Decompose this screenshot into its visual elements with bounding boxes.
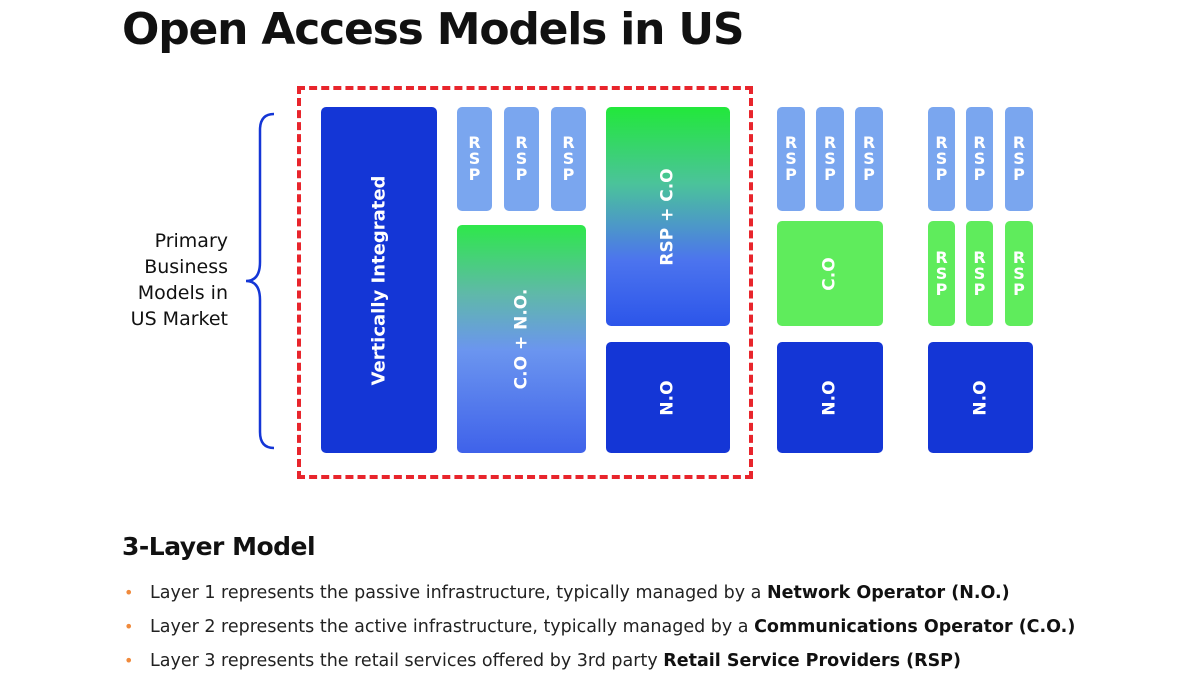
rsp-letter: R [1012,247,1026,267]
rsp-letter: R [1012,133,1026,152]
layer-description-text: Layer 3 represents the retail services o… [150,651,664,671]
rsp-letter: S [468,149,481,168]
no-block: N.O [777,342,883,453]
rsp-letter: P [562,165,575,184]
three-layer-model-heading: 3-Layer Model [122,532,316,561]
layer-description-text: Layer 1 represents the passive infrastru… [150,583,767,603]
rsp-letter: P [973,165,986,184]
rsp-letter: R [784,133,798,152]
rsp-letter: S [562,149,575,168]
rsp-letter: R [515,133,528,152]
rsp-letter: P [973,279,986,299]
layer-operator-name: Communications Operator (C.O.) [754,617,1076,637]
rsp-letter: P [1013,279,1025,299]
no-label: N.O [657,379,678,416]
layer-operator-name: Network Operator (N.O.) [766,583,1010,603]
rsp-letter: S [1013,149,1025,168]
rsp-letter: S [973,149,986,168]
co-label: C.O [819,256,840,291]
list-item: • Layer 3 represents the retail services… [122,644,1075,675]
rsp-letter: S [785,149,797,168]
rsp-letter: S [824,149,836,168]
side-label-line: Business [144,256,228,278]
rsp-letter: P [785,165,797,184]
no-block: N.O [606,342,730,453]
layer-description-text: Layer 2 represents the active infrastruc… [150,617,755,637]
vertically-integrated-block: Vertically Integrated [321,107,437,453]
rsp-letter: P [935,165,948,184]
rsp-co-block: RSP + C.O [606,107,730,326]
co-no-block: C.O + N.O. [457,225,586,453]
rsp-letter: R [973,133,986,152]
no-label: N.O [970,379,991,416]
rsp-letter: R [935,133,948,152]
rsp-letter: S [1013,263,1025,283]
layer-operator-name: Retail Service Providers (RSP) [663,651,962,671]
rsp-letter: R [973,247,986,267]
side-label-line: US Market [130,308,228,330]
rsp-letter: P [1013,165,1025,184]
rsp-letter: P [468,165,481,184]
rsp-letter: P [515,165,528,184]
rsp-letter: P [824,165,836,184]
rsp-letter: P [863,165,875,184]
curly-brace-icon [245,112,275,450]
side-label-line: Primary [154,230,228,252]
highlight-dashed-frame [297,86,753,479]
rsp-letter: S [973,263,986,283]
rsp-letter: R [862,133,876,152]
rsp-letter: S [863,149,875,168]
vertically-integrated-label: Vertically Integrated [368,175,390,385]
rsp-letter: S [935,263,948,283]
no-label: N.O [819,379,840,416]
rsp-letter: S [935,149,948,168]
co-no-label: C.O + N.O. [511,288,532,390]
bullet-icon: • [124,651,134,670]
primary-business-models-label: Primary Business Models in US Market [108,228,228,332]
bullet-icon: • [124,583,134,602]
co-block: C.O [777,221,883,326]
bullet-icon: • [124,617,134,636]
rsp-letter: R [468,133,481,152]
rsp-letter: S [515,149,528,168]
rsp-letter: R [562,133,575,152]
list-item: • Layer 2 represents the active infrastr… [122,610,1075,644]
rsp-letter: P [935,279,948,299]
page-title: Open Access Models in US [122,4,745,55]
no-block: N.O [928,342,1033,453]
layer-description-list: • Layer 1 represents the passive infrast… [122,576,1075,675]
list-item: • Layer 1 represents the passive infrast… [122,576,1075,610]
side-label-line: Models in [137,282,228,304]
rsp-letter: R [823,133,837,152]
rsp-co-label: RSP + C.O [657,167,678,266]
rsp-letter: R [935,247,948,267]
